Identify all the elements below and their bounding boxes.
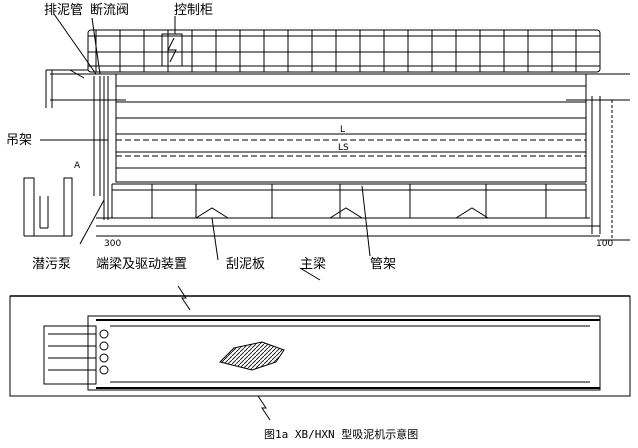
dim-left-height: 300 [104,239,121,249]
dim-right-height: 100 [596,239,613,249]
submersible-pump [23,177,73,237]
plan-view [9,285,631,421]
label-hanger: 吊架 [6,133,32,148]
label-shutoff-valve: 断流阀 [90,3,129,18]
lightning-icon [167,37,177,63]
dim-span: LS [338,143,349,153]
label-end-beam-drive: 端梁及驱动装置 [96,257,187,272]
dim-inner-length: L [340,125,345,135]
walkway-railing [87,29,601,73]
main-beam-frame [115,73,587,183]
label-sludge-pipe: 排泥管 [44,3,83,18]
sludge-mass [219,341,285,371]
label-pipe-rack: 管架 [370,257,396,272]
lower-truss [96,183,600,237]
sludge-pipe [45,69,109,220]
control-cabinet-box [161,33,183,67]
figure-caption: 图1a XB/HXN 型吸泥机示意图 [264,427,418,441]
dim-left-small: A [74,161,81,171]
label-control-cabinet: 控制柜 [174,3,213,18]
label-submersible-pump: 潜污泵 [32,257,71,272]
label-main-beam: 主梁 [300,257,326,272]
label-scraper-plate: 刮泥板 [226,257,265,272]
